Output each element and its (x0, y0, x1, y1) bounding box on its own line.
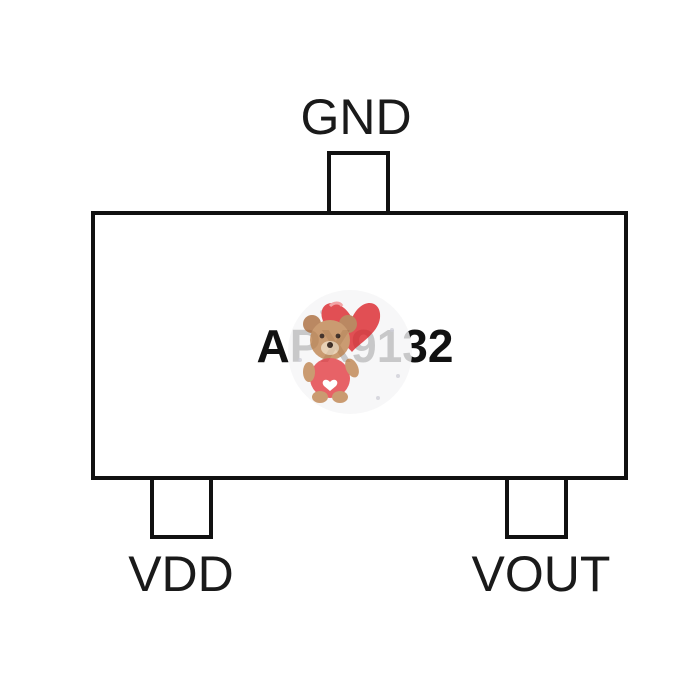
pin-label-gnd: GND (300, 89, 411, 145)
pin-top (327, 151, 390, 215)
teddy-bear-heart-icon (288, 290, 412, 414)
pin-label-vout: VOUT (472, 546, 611, 602)
pin-bottom-right (505, 476, 568, 539)
pin-label-vdd: VDD (128, 546, 234, 602)
pin-bottom-left (150, 476, 213, 539)
